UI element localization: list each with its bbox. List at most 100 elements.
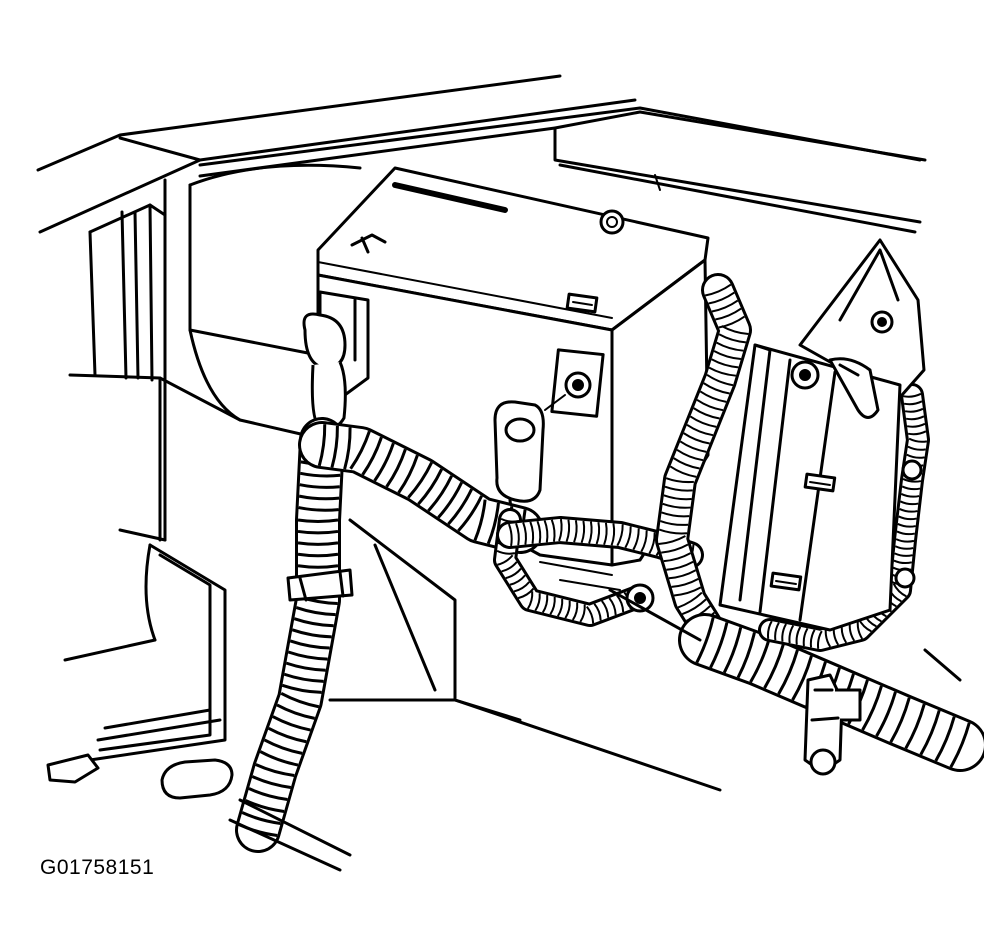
loom-battery-side-rib bbox=[668, 569, 697, 580]
loom-battery-side-rib bbox=[677, 591, 703, 609]
loom-block-right-rib bbox=[905, 415, 925, 421]
loom-left-vertical-rib bbox=[287, 650, 328, 661]
loom-left-vertical-body bbox=[238, 420, 342, 850]
loom-negative-drop-rib bbox=[549, 596, 556, 615]
loom-center-right-rib bbox=[648, 532, 656, 555]
loom-negative-drop-rib bbox=[526, 591, 534, 610]
loom-block-right-rib bbox=[897, 523, 916, 528]
loom-lower-right-rib bbox=[861, 685, 883, 731]
loom-main-horizontal-rib bbox=[330, 425, 339, 468]
loom-clip bbox=[286, 568, 354, 602]
loom-left-vertical-rib bbox=[300, 471, 341, 478]
loom-battery-side-rib bbox=[713, 350, 741, 361]
loom-main-horizontal-rib bbox=[385, 448, 407, 488]
loom-negative-drop-rib bbox=[541, 594, 549, 614]
loom-lower-right-rib bbox=[904, 703, 926, 750]
loom-block-right-rib bbox=[898, 515, 917, 521]
loom-left-vertical-rib bbox=[289, 639, 330, 650]
loom-block-right-rib bbox=[824, 629, 832, 648]
loom-block-right-rib bbox=[899, 508, 918, 513]
loom-battery-side-rib bbox=[664, 485, 693, 492]
loom-main-horizontal-rib bbox=[343, 427, 352, 470]
loom-battery-side-rib bbox=[699, 390, 727, 403]
loom-left-vertical-rib bbox=[293, 617, 334, 628]
loom-battery-side-rib bbox=[665, 477, 694, 484]
loom-left-vertical-rib bbox=[259, 750, 299, 767]
loom-block-right-rib bbox=[902, 478, 922, 483]
loom-battery-side-rib bbox=[661, 543, 689, 554]
loom-negative-drop-rib bbox=[616, 594, 625, 613]
loom-center-right-rib bbox=[550, 519, 556, 542]
loom-negative-drop-rib bbox=[556, 598, 564, 617]
loom-main-horizontal-rib bbox=[361, 436, 383, 476]
loom-battery-side-rib bbox=[696, 398, 724, 412]
loom-left-vertical-rib bbox=[241, 811, 281, 825]
loom-lower-right-rib bbox=[722, 627, 743, 674]
loom-block-right-rib bbox=[903, 400, 923, 406]
loom-lower-right-rib bbox=[777, 649, 799, 695]
loom-block-right-rib bbox=[907, 430, 927, 436]
loom-block-right-rib bbox=[856, 621, 864, 640]
loom-negative-drop-rib bbox=[608, 597, 617, 615]
body-panel-top bbox=[36, 74, 927, 234]
loom-left-vertical-rib bbox=[263, 738, 303, 755]
loom-block-right-rib bbox=[767, 620, 773, 639]
loom-block-right-rib bbox=[892, 583, 907, 598]
loom-main-horizontal-rib bbox=[447, 488, 474, 526]
loom-lower-right-rib bbox=[875, 691, 897, 737]
loom-left-vertical-rib bbox=[298, 494, 340, 501]
loom-main-horizontal-rib bbox=[349, 430, 371, 470]
loom-left-vertical-rib bbox=[280, 691, 320, 709]
loom-lower-right-rib bbox=[736, 632, 756, 679]
loom-negative-drop-rib bbox=[534, 593, 541, 612]
loom-center-right-rib bbox=[603, 522, 608, 546]
loom-lower-right-rib bbox=[934, 716, 956, 762]
loom-main-horizontal bbox=[298, 421, 544, 554]
loom-lower-right-rib bbox=[889, 697, 911, 743]
loom-main-horizontal-rib bbox=[407, 461, 434, 499]
loom-battery-side-rib bbox=[669, 465, 697, 478]
loom-left-vertical-rib bbox=[255, 763, 295, 777]
loom-center-right-rib bbox=[588, 521, 593, 544]
loom-battery-side-rib bbox=[718, 315, 746, 329]
loom-battery-side-rib bbox=[673, 586, 702, 597]
loom-center-right-rib bbox=[632, 528, 640, 551]
junction-block bbox=[718, 238, 926, 632]
loom-left-vertical-rib bbox=[291, 628, 332, 639]
loom-battery-side-rib bbox=[686, 423, 714, 437]
loom-main-horizontal-rib bbox=[373, 442, 395, 482]
left-pillar bbox=[68, 163, 362, 542]
loom-negative-drop-rib bbox=[517, 587, 535, 600]
loom-left-vertical-rib bbox=[272, 715, 311, 732]
loom-battery-side-rib bbox=[661, 511, 690, 518]
loom-left-vertical-rib bbox=[297, 552, 339, 558]
loom-left-vertical-rib bbox=[297, 564, 339, 569]
loom-center-right-rib bbox=[565, 519, 571, 542]
loom-center-right-rib bbox=[573, 520, 578, 543]
loom-center-right-rib bbox=[558, 518, 563, 542]
loom-left-vertical-rib bbox=[244, 799, 285, 813]
loom-negative-drop-rib bbox=[496, 549, 516, 555]
loom-battery-side-rib bbox=[708, 291, 735, 305]
loom-block-right-rib bbox=[901, 485, 921, 491]
loom-negative-drop-rib bbox=[505, 567, 522, 580]
loom-center-right-rib bbox=[595, 521, 601, 545]
loom-center-right-rib bbox=[624, 526, 632, 549]
loom-battery-side-rib bbox=[666, 560, 694, 571]
loom-main-horizontal-rib bbox=[473, 499, 487, 541]
loom-left-vertical-rib bbox=[267, 726, 307, 744]
loom-block-right-rib bbox=[788, 624, 795, 644]
trunk-floor bbox=[46, 518, 962, 872]
loom-block-right-rib bbox=[894, 552, 913, 557]
loom-left-vertical bbox=[235, 417, 345, 853]
loom-block-right-rib bbox=[895, 538, 915, 543]
loom-battery-side-rib bbox=[679, 440, 707, 453]
loom-lower-right-rib bbox=[919, 709, 941, 756]
loom-block-right-rib bbox=[900, 500, 919, 506]
loom-negative-drop-rib bbox=[513, 581, 531, 593]
loom-center-right-rib bbox=[536, 520, 542, 544]
loom-block-right-rib bbox=[893, 559, 913, 565]
loom-block-right-rib bbox=[906, 422, 926, 428]
loom-main-horizontal-rib bbox=[486, 502, 500, 545]
